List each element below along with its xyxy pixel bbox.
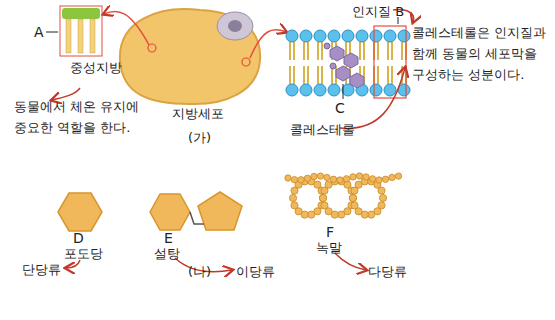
phospholipid-head: [370, 30, 382, 42]
sucrose-molecule: [150, 192, 242, 230]
starch-chain: [285, 173, 402, 218]
note: 콜레스테롤은 인지질과 함께 동물의 세포막을 구성하는 성분이다.: [412, 22, 552, 85]
glucose-hexagon: [58, 193, 102, 231]
part-label: D: [73, 228, 84, 248]
phospholipid-head: [328, 30, 340, 42]
phospholipid-head: [314, 30, 326, 42]
part-label: 지방세포: [172, 104, 224, 124]
phospholipid-head: [300, 30, 312, 42]
phospholipid-head: [342, 30, 354, 42]
phospholipid-head: [384, 84, 396, 96]
part-label: F: [326, 222, 334, 242]
part-label: 포도당: [64, 244, 103, 264]
phospholipid-head: [286, 84, 298, 96]
phospholipid-head: [384, 30, 396, 42]
phospholipid-head: [370, 84, 382, 96]
phospholipid-head: [300, 84, 312, 96]
part-label: 인지질 B: [352, 2, 404, 22]
category-label: 단당류: [22, 260, 61, 280]
phospholipid-head: [356, 30, 368, 42]
part-label: 녹말: [316, 238, 342, 258]
arrows: [52, 10, 414, 272]
triglyceride-icon: [46, 6, 102, 56]
cholesterol-molecule: [324, 43, 364, 88]
category-label: 다당류: [368, 262, 407, 282]
part-label: C: [335, 98, 345, 118]
cell-membrane: [286, 30, 410, 96]
fat-cell: [104, 9, 286, 104]
part-label: A: [34, 22, 44, 42]
figure-label: (나): [188, 262, 211, 282]
phospholipid-head: [398, 30, 410, 42]
phospholipid-head: [286, 30, 298, 42]
note: 동물에서 체온 유지에 중요한 역할을 한다.: [14, 96, 162, 138]
category-label: 이당류: [236, 262, 275, 282]
part-label: 콜레스테롤: [290, 120, 355, 140]
part-label: 설탕: [154, 244, 180, 264]
part-label: 중성지방: [70, 58, 122, 78]
figure-label: (가): [188, 128, 211, 148]
phospholipid-head: [328, 84, 340, 96]
part-label: E: [164, 228, 173, 248]
phospholipid-head: [314, 84, 326, 96]
